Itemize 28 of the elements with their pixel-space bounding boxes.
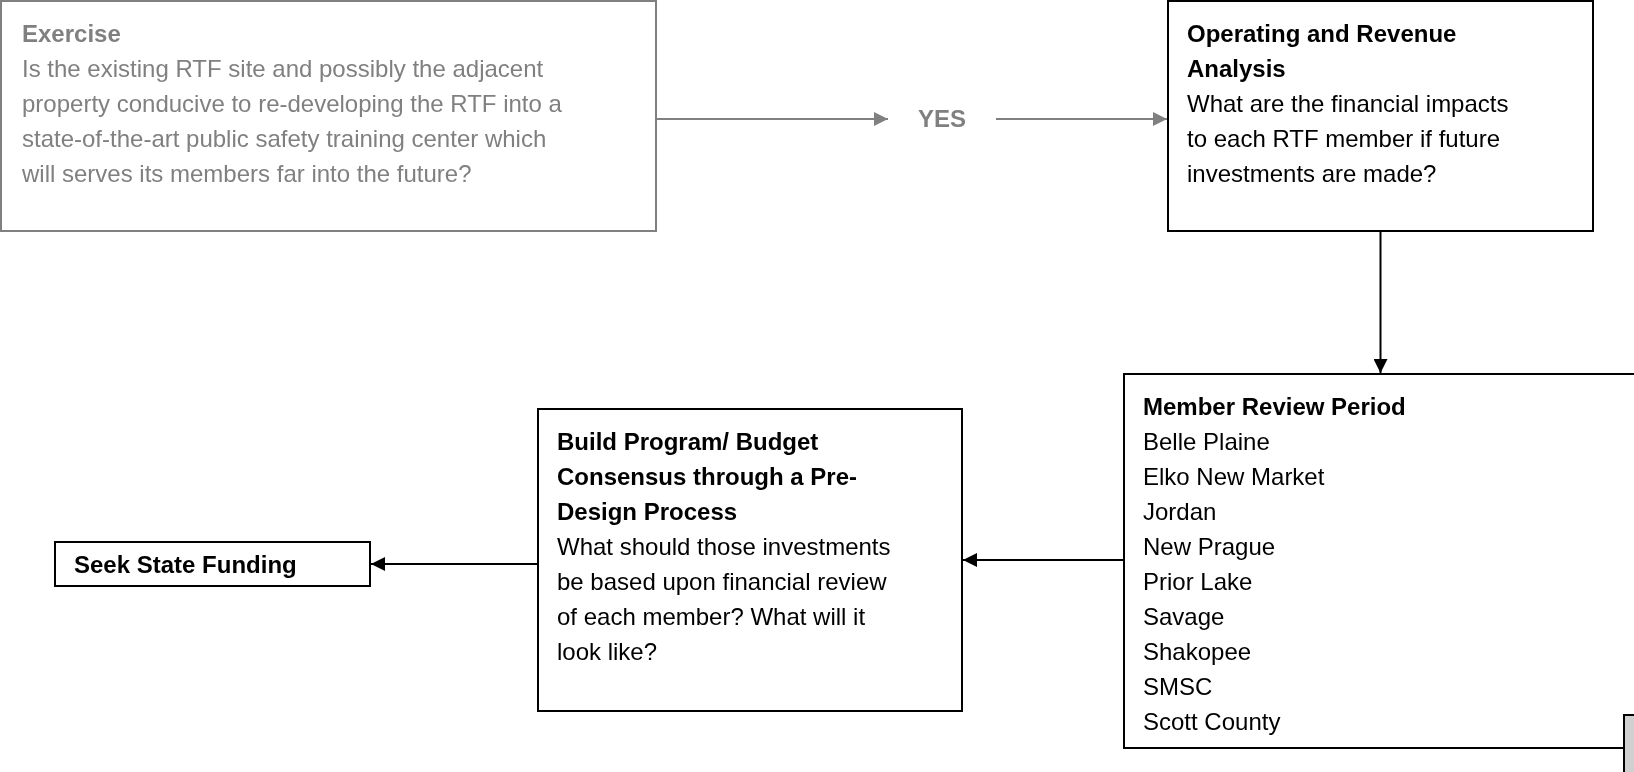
box-heading: Operating and Revenue Analysis [1187, 19, 1458, 84]
arrow [995, 112, 1168, 126]
process-box [1167, 0, 1594, 232]
arrow [1373, 231, 1388, 374]
box-text: Shakopee [1143, 637, 1253, 667]
box-text: Savage [1143, 602, 1226, 632]
process-box [1123, 373, 1634, 749]
arrow [370, 557, 538, 571]
process-box [537, 408, 963, 712]
edge-label: YES [898, 102, 986, 136]
arrow [962, 553, 1124, 567]
box-text: Jordan [1143, 497, 1218, 527]
box-text: Scott County [1143, 707, 1282, 737]
box-text: New Prague [1143, 532, 1277, 562]
arrow [656, 112, 889, 126]
box-text: What should those investments be based upon financial review of each member? What will it look like? [557, 532, 892, 667]
box-text: Belle Plaine [1143, 427, 1271, 457]
box-heading: Exercise [22, 19, 122, 49]
box-text: SMSC [1143, 672, 1214, 702]
box-heading: Build Program/ Budget Consensus through a Pre-Design Process [557, 427, 859, 527]
box-text: Prior Lake [1143, 567, 1254, 597]
box-heading: Member Review Period [1143, 392, 1407, 422]
box-text: Elko New Market [1143, 462, 1326, 492]
box-text: Is the existing RTF site and possibly the adjacent property conducive to re-developing the RTF into a state-of-the-art public safety training center which will serves its members far into the future? [22, 54, 563, 189]
box-heading: Seek State Funding [74, 549, 297, 580]
process-box [54, 541, 371, 587]
process-box [0, 0, 657, 232]
box-text: What are the financial impacts to each RTF member if future investments are made? [1187, 89, 1510, 189]
